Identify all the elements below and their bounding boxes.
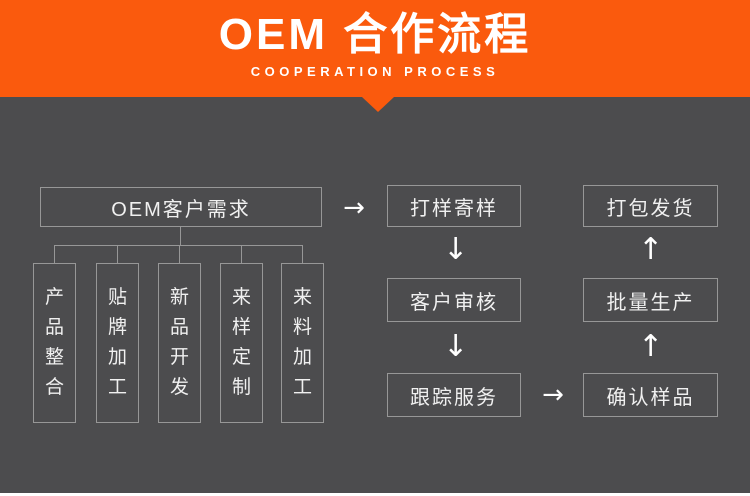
arrow-up-icon: ↑ (638, 232, 664, 267)
banner-pointer-triangle (362, 97, 394, 112)
flow-box-label: 打包发货 (606, 197, 695, 220)
flow-box-material-processing: 来料加工 (281, 263, 324, 423)
flow-box-mass-production: 批量生产 (583, 278, 718, 322)
flow-box-oem-demand: OEM客户需求 (40, 187, 322, 227)
flow-box-packing-shipping: 打包发货 (583, 185, 718, 227)
flowchart-canvas (0, 97, 750, 493)
connector-line (241, 245, 242, 263)
header-banner: OEM 合作流程 COOPERATION PROCESS (0, 0, 750, 97)
flow-box-label: OEM客户需求 (111, 198, 251, 221)
arrow-right-icon: → (343, 193, 365, 223)
arrow-up-icon: ↑ (638, 329, 664, 364)
arrow-right-icon: → (542, 380, 564, 410)
flow-box-sample-customization: 来样定制 (220, 263, 263, 423)
flow-box-sampling: 打样寄样 (387, 185, 521, 227)
flow-box-label: 来料加工 (292, 287, 312, 398)
page-subtitle: COOPERATION PROCESS (250, 64, 500, 79)
flow-box-label: 确认样品 (606, 386, 695, 409)
page-title: OEM 合作流程 (218, 10, 532, 59)
flow-box-tracking-service: 跟踪服务 (387, 373, 521, 417)
flow-box-label: 新品开发 (169, 287, 189, 398)
flow-box-label: 贴牌加工 (107, 287, 127, 398)
connector-line (180, 227, 181, 245)
connector-line (302, 245, 303, 263)
flow-box-new-product-development: 新品开发 (158, 263, 201, 423)
flow-box-label: 产品整合 (44, 287, 64, 398)
connector-line (117, 245, 118, 263)
arrow-down-icon: ↓ (443, 329, 469, 364)
connector-line (54, 245, 55, 263)
flow-box-product-integration: 产品整合 (33, 263, 76, 423)
flow-box-private-label-processing: 贴牌加工 (96, 263, 139, 423)
connector-line (179, 245, 180, 263)
flow-box-label: 批量生产 (606, 291, 695, 314)
arrow-down-icon: ↓ (443, 232, 469, 267)
flow-box-label: 来样定制 (231, 287, 251, 398)
flow-box-customer-review: 客户审核 (387, 278, 521, 322)
flow-box-sample-confirmation: 确认样品 (583, 373, 718, 417)
flow-box-label: 打样寄样 (410, 197, 498, 220)
flow-box-label: 跟踪服务 (410, 386, 498, 409)
connector-line (54, 245, 303, 246)
flow-box-label: 客户审核 (410, 291, 498, 314)
